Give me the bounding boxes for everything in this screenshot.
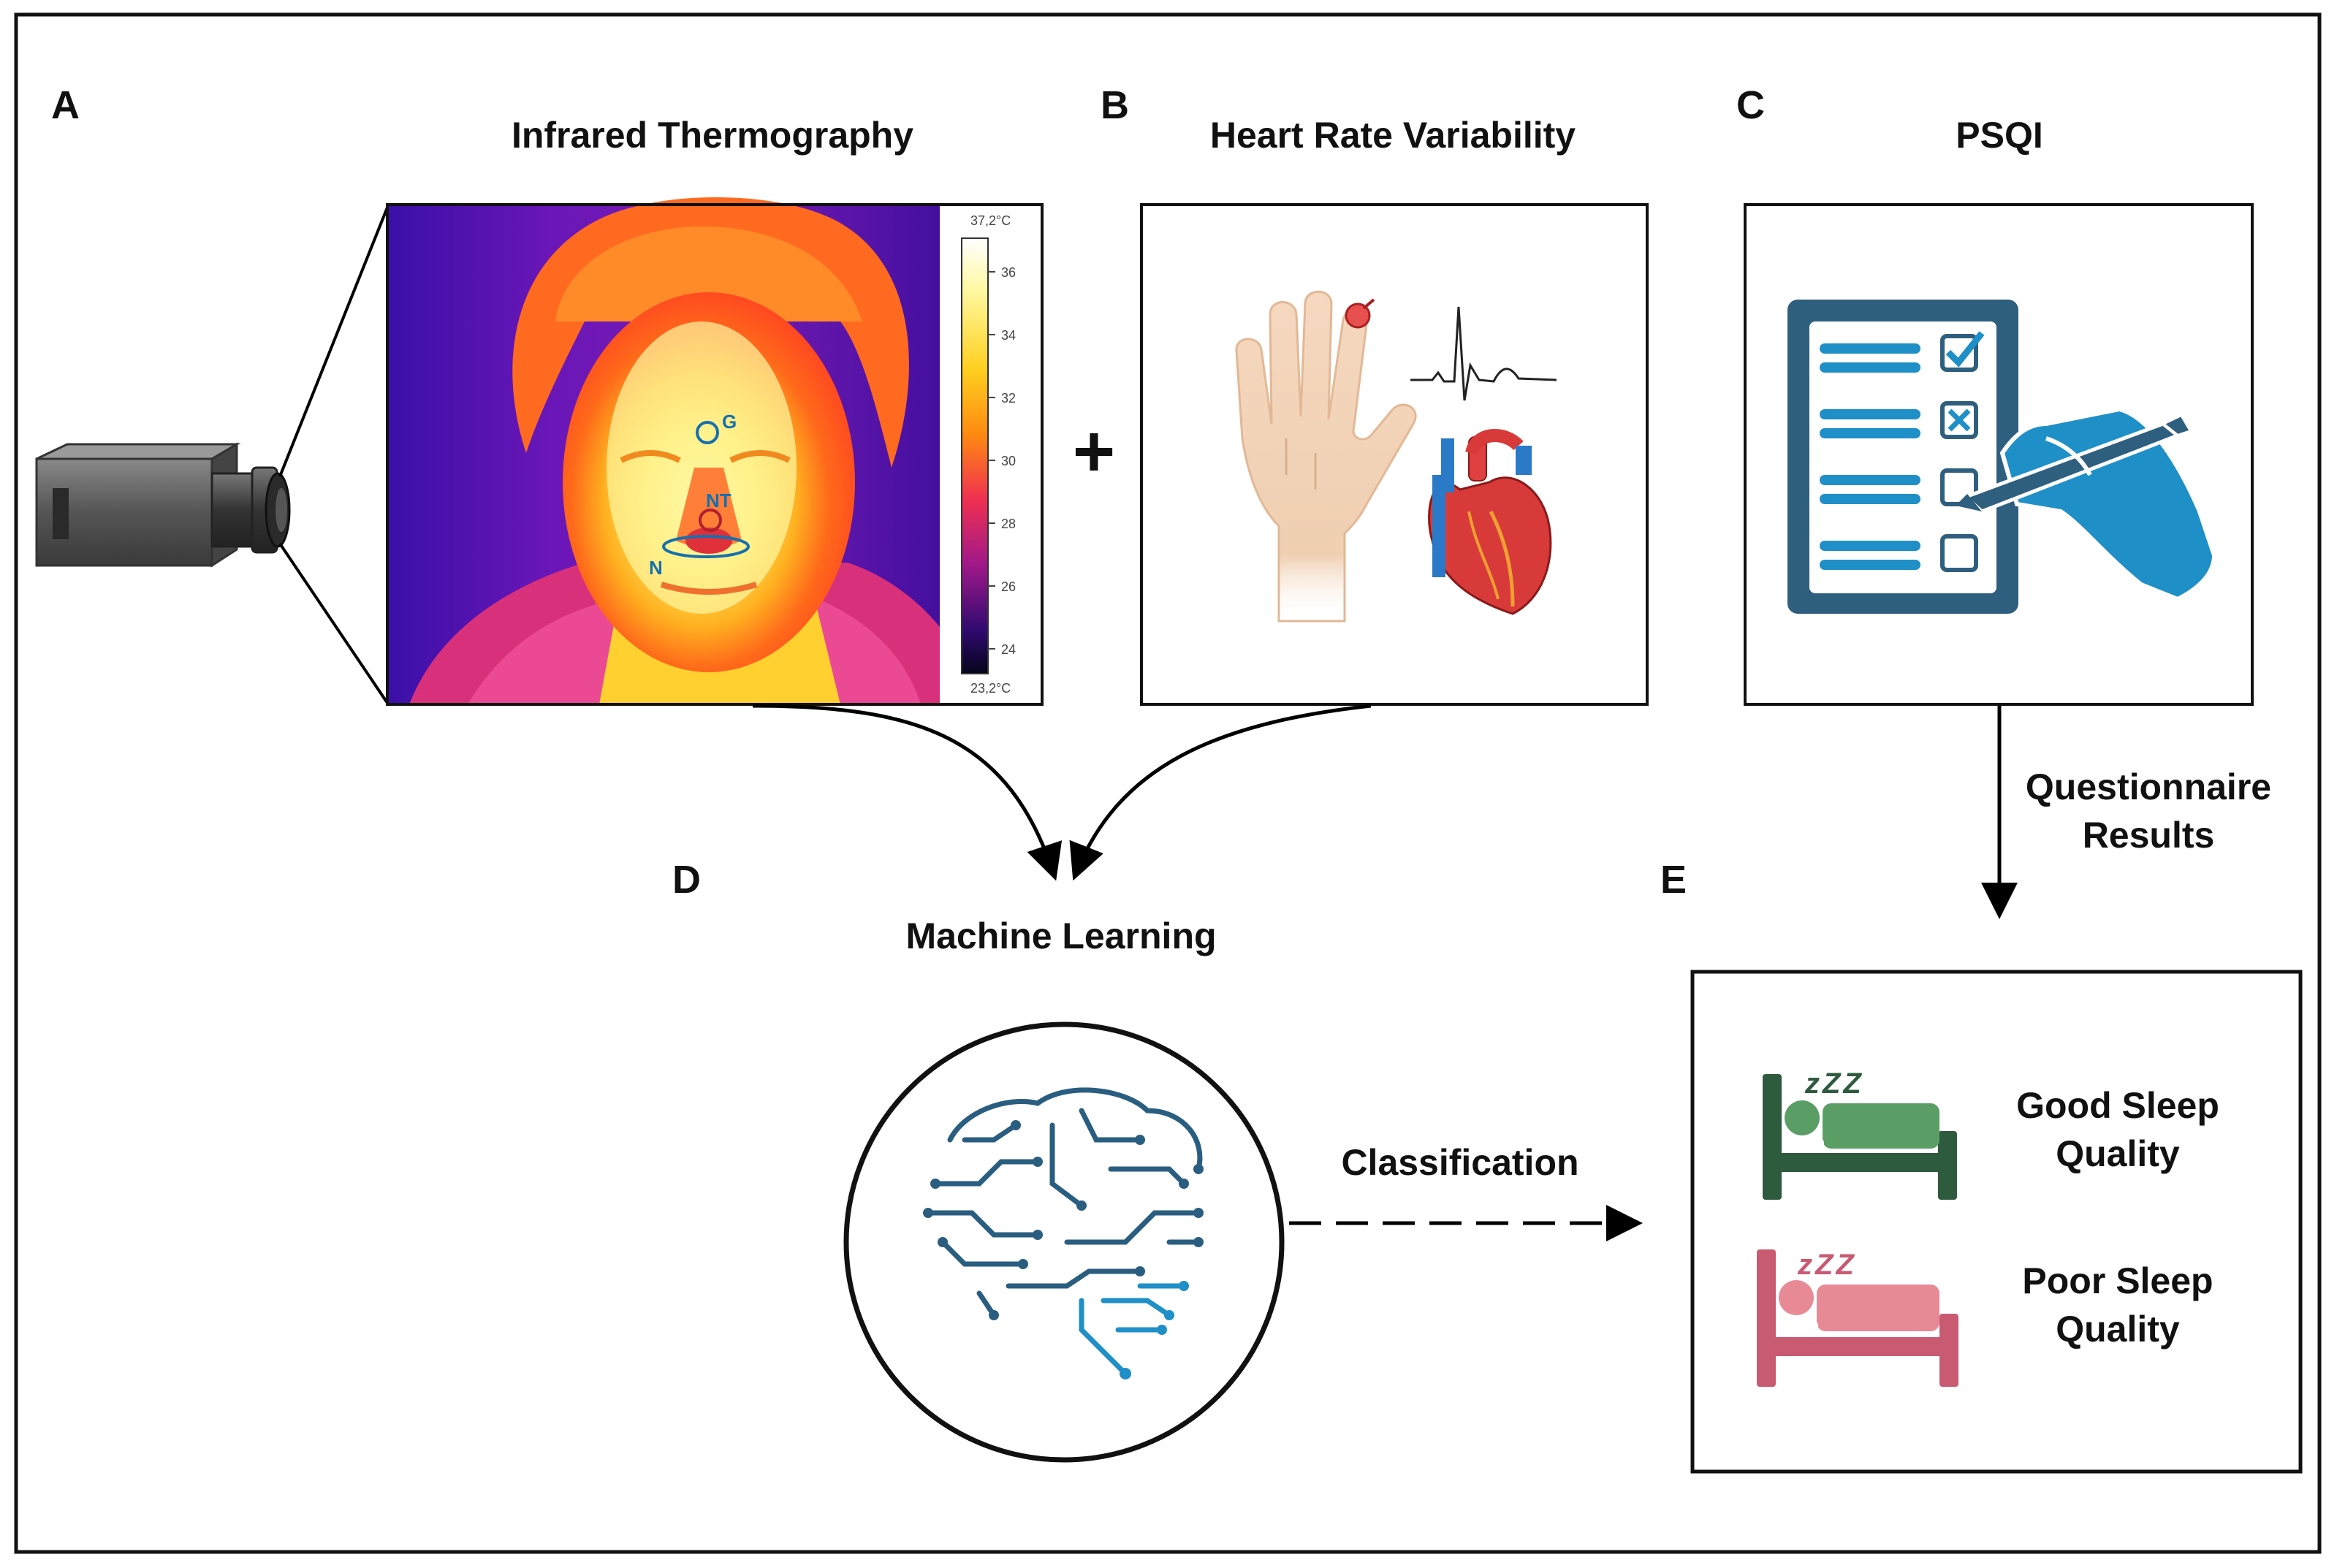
temperature-scale-bar xyxy=(961,237,989,674)
plus-sign: + xyxy=(1073,411,1115,492)
camera-icon xyxy=(35,442,291,568)
good-sleep-bed-icon xyxy=(1763,1074,1957,1200)
scale-tick-label: 32 xyxy=(1001,391,1016,406)
roi-label-n: N xyxy=(649,557,663,579)
pulse-sensor-icon xyxy=(1345,298,1375,329)
poor-sleep-label-line2: Quality xyxy=(2056,1309,2180,1350)
good-sleep-label-line2: Quality xyxy=(2056,1133,2180,1174)
classification-label: Classification xyxy=(1341,1142,1578,1183)
arrow-thermography-to-ml xyxy=(752,704,1063,881)
good-sleep-zzz: zZZ xyxy=(1804,1067,1864,1100)
scale-tick-label: 30 xyxy=(1001,454,1016,468)
questionnaire-results-line2: Results xyxy=(2083,815,2215,856)
good-sleep-label-line1: Good Sleep xyxy=(2016,1085,2219,1126)
writing-hand-icon xyxy=(1956,406,2217,602)
poor-sleep-bed-icon xyxy=(1757,1249,1958,1387)
panel-title-c: PSQI xyxy=(1956,115,2042,156)
scale-min-label: 23,2°C xyxy=(970,681,1011,696)
view-line-bottom xyxy=(278,542,389,704)
view-line-top xyxy=(278,207,389,477)
scale-tick-label: 28 xyxy=(1001,517,1016,531)
panel-title-b: Heart Rate Variability xyxy=(1210,115,1576,156)
poor-sleep-label-line1: Poor Sleep xyxy=(2022,1260,2213,1301)
roi-nostril-marker xyxy=(662,535,750,558)
scale-tick-label: 34 xyxy=(1001,328,1016,343)
panel-letter-c: C xyxy=(1736,83,1765,127)
poor-sleep-zzz: zZZ xyxy=(1797,1249,1857,1281)
questionnaire-icon xyxy=(1787,300,2018,614)
heart-icon xyxy=(1428,429,1552,615)
panel-letter-a: A xyxy=(51,83,80,127)
checklist-rows xyxy=(1820,331,1985,572)
panel-letter-b: B xyxy=(1101,83,1129,127)
questionnaire-results-line1: Questionnaire xyxy=(2026,766,2271,807)
arrow-hrv-to-ml xyxy=(1069,704,1372,881)
circuit-brain-icon xyxy=(923,1087,1204,1379)
panel-title-a: Infrared Thermography xyxy=(512,115,913,156)
roi-label-nt: NT xyxy=(706,490,732,511)
panel-letter-e: E xyxy=(1660,858,1687,902)
sleep-quality-box xyxy=(1690,970,2303,1474)
ecg-trace-icon xyxy=(1410,306,1557,401)
outer-frame xyxy=(14,12,2322,1554)
scale-max-label: 37,2°C xyxy=(970,213,1011,228)
scale-tick-label: 26 xyxy=(1001,579,1016,594)
hand-icon xyxy=(1235,290,1417,623)
scale-tick-label: 36 xyxy=(1001,265,1016,280)
panel-title-d: Machine Learning xyxy=(905,916,1216,956)
roi-glabella-marker xyxy=(696,421,719,444)
roi-nose-tip-marker xyxy=(699,509,722,532)
thermal-image-frame xyxy=(386,203,1044,706)
scale-tick-label: 24 xyxy=(1001,642,1016,657)
thermal-image: G NT N 37,2°C 23,2°C 36 34 32 30 28 26 24 xyxy=(387,197,1042,704)
roi-label-g: G xyxy=(722,411,737,433)
panel-letter-d: D xyxy=(672,858,701,902)
